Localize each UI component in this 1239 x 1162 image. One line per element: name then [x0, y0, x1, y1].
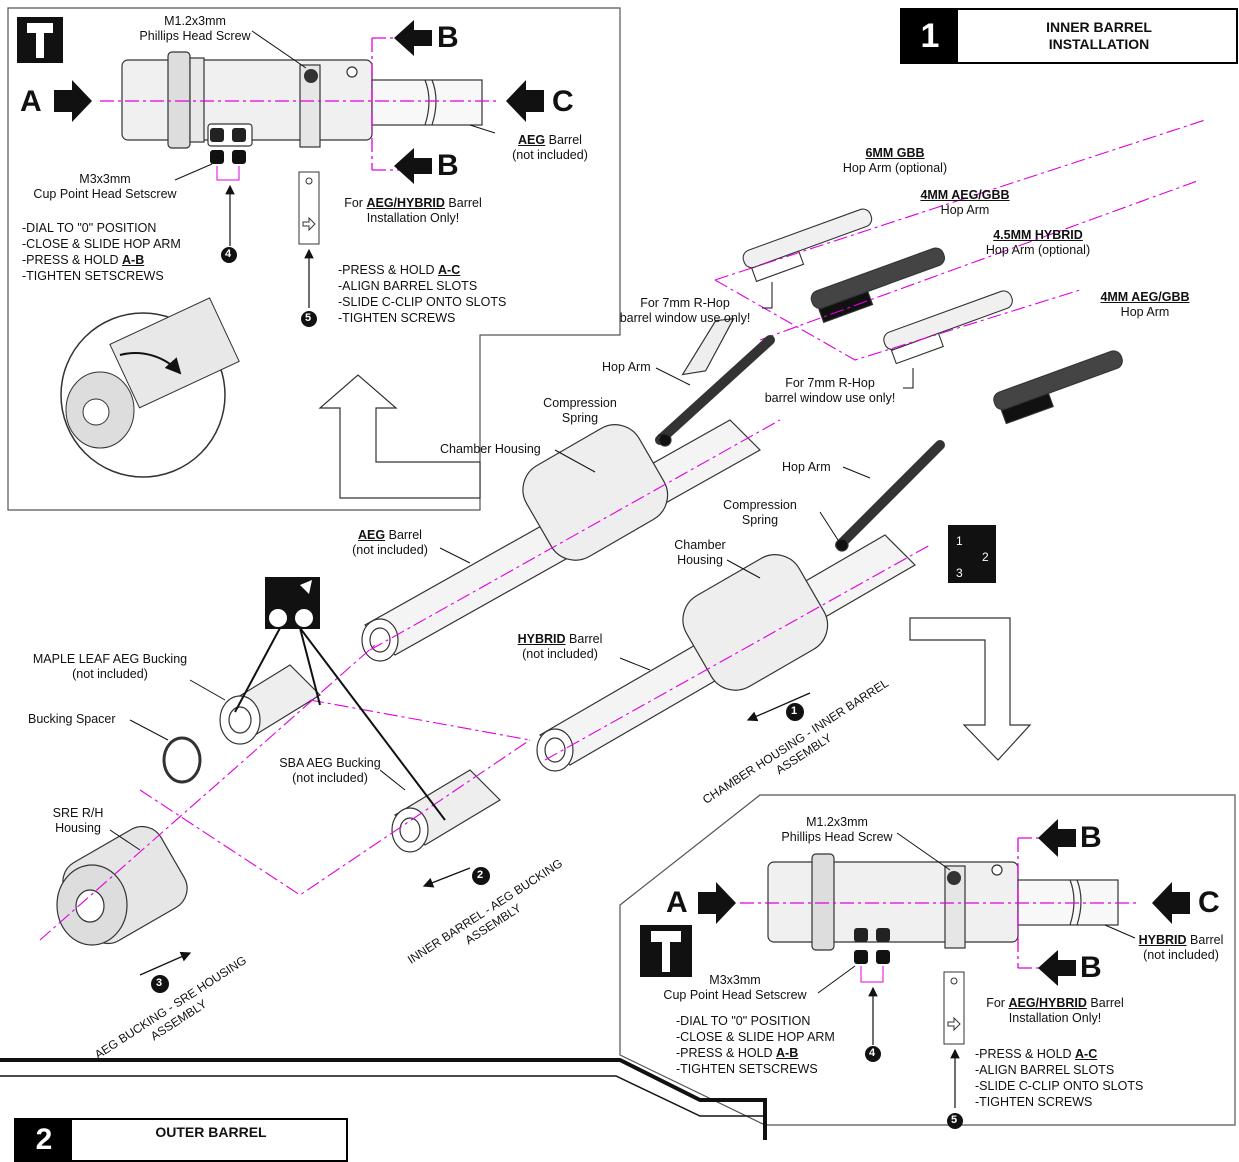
arrow-b-bottom-upper	[1038, 819, 1076, 857]
for-barrel-note-top: For AEG/HYBRID Barrel Installation Only!	[344, 196, 482, 225]
hop-arm-4mm-label-2: 4MM AEG/GBB Hop Arm	[1100, 290, 1190, 319]
letter-c-bottom: C	[1198, 886, 1220, 919]
arrow-b-bottom-lower	[1038, 950, 1076, 986]
step1-number: 1	[791, 705, 798, 717]
step5-number-bottom: 5	[951, 1114, 958, 1126]
phillips-screw-top	[304, 69, 318, 83]
arrow-a-bottom	[698, 882, 736, 924]
rhop-note-2: For 7mm R-Hop barrel window use only!	[764, 376, 896, 405]
letter-a-top: A	[20, 85, 42, 118]
step4-instructions-top: -DIAL TO "0" POSITION -CLOSE & SLIDE HOP…	[22, 221, 181, 283]
tool-icon-bottom	[640, 925, 692, 977]
flow-arrow-down	[909, 617, 1032, 761]
arrow-b-top-lower	[394, 148, 432, 184]
setscrew-label-bottom: M3x3mm Cup Point Head Setscrew	[663, 973, 807, 1002]
sba-bucking	[391, 769, 501, 853]
sba-bucking-label: SBA AEG Bucking (not included)	[279, 756, 381, 785]
step2-badge	[472, 867, 490, 885]
step5-instructions-top: -PRESS & HOLD A-C -ALIGN BARREL SLOTS -S…	[338, 263, 507, 325]
sequence-icon-1: 1	[956, 534, 963, 548]
hop-arm-6mm-label: 6MM GBB Hop Arm (optional)	[842, 146, 948, 175]
aeg-barrel-label: AEG Barrel (not included)	[352, 528, 428, 557]
step4-badge-bottom	[865, 1046, 881, 1062]
screw-label-bottom: M1.2x3mm Phillips Head Screw	[781, 815, 893, 844]
section-2-title: OUTER BARREL	[155, 1124, 267, 1140]
sequence-icon	[948, 525, 996, 583]
section-title-line1: INNER BARREL	[1046, 19, 1152, 35]
letter-b-bottom-lower: B	[1080, 951, 1102, 984]
flow-arrow-up	[318, 374, 481, 499]
c-clip-icon-top	[298, 171, 320, 245]
letter-b-bottom-upper: B	[1080, 821, 1102, 854]
step5-badge-bottom	[947, 1113, 963, 1129]
arrow-c-top	[506, 80, 544, 122]
sequence-icon-3: 3	[956, 566, 963, 580]
maple-leaf-bucking	[219, 664, 321, 745]
arrow-c-bottom	[1152, 882, 1190, 924]
hop-arm-4mm-label-1: 4MM AEG/GBB Hop Arm	[920, 188, 1010, 217]
rhop-note-1: For 7mm R-Hop barrel window use only!	[619, 296, 751, 325]
step5-instructions-bottom: -PRESS & HOLD A-C -ALIGN BARREL SLOTS -S…	[975, 1047, 1144, 1109]
bucking-spacer-label: Bucking Spacer	[28, 712, 116, 726]
chamber-housing-label-1: Chamber Housing	[440, 442, 541, 456]
hybrid-barrel-label: HYBRID Barrel (not included)	[517, 632, 603, 661]
zoom-circle-top	[60, 297, 240, 478]
sre-housing	[56, 825, 188, 946]
for-barrel-note-bottom: For AEG/HYBRID Barrel Installation Only!	[986, 996, 1124, 1025]
setscrews-top	[210, 128, 246, 181]
maple-leaf-bucking-label: MAPLE LEAF AEG Bucking (not included)	[32, 652, 188, 681]
step5-badge-top	[301, 311, 317, 327]
letter-b-top-upper: B	[437, 21, 459, 54]
hop-arm-label-1: Hop Arm	[602, 360, 651, 374]
letter-a-bottom: A	[666, 886, 688, 919]
sequence-icon-2: 2	[982, 550, 989, 564]
c-clip-icon-bottom	[943, 971, 965, 1045]
step3-badge	[151, 975, 169, 993]
grease-icon	[265, 577, 320, 629]
hop-arm-parts	[742, 208, 1123, 425]
step5-number-top: 5	[305, 312, 312, 324]
title-box-outer-barrel: 2 OUTER BARREL	[14, 1118, 348, 1162]
section-number: 1	[902, 10, 958, 62]
step2-number: 2	[477, 869, 484, 881]
hybrid-barrel-assembly	[536, 440, 945, 772]
step3-number: 3	[156, 977, 163, 989]
section-title-line2: INSTALLATION	[1048, 36, 1150, 52]
section-number-2: 2	[16, 1120, 72, 1160]
step4-number-top: 4	[225, 248, 232, 260]
screw-label-top: M1.2x3mm Phillips Head Screw	[139, 14, 251, 43]
letter-c-top: C	[552, 85, 574, 118]
compression-spring-label-1: Compression Spring	[543, 396, 617, 425]
outer-barrel-frame	[0, 1058, 767, 1140]
setscrew-label-top: M3x3mm Cup Point Head Setscrew	[33, 172, 177, 201]
step1-badge	[786, 703, 804, 721]
hop-arm-45mm-label: 4.5MM HYBRID Hop Arm (optional)	[985, 228, 1091, 257]
compression-spring-label-2: Compression Spring	[723, 498, 797, 527]
hybrid-barrel-label-bottom: HYBRID Barrel (not included)	[1138, 933, 1224, 962]
tool-icon-top	[17, 17, 63, 63]
setscrews-bottom	[854, 928, 890, 983]
phillips-screw-bottom	[947, 871, 961, 885]
hop-arm-label-2: Hop Arm	[782, 460, 831, 474]
title-box: 1 INNER BARREL INSTALLATION	[900, 8, 1238, 64]
aeg-barrel-assembly	[361, 317, 775, 662]
aeg-barrel-label-top: AEG Barrel (not included)	[512, 133, 588, 162]
step4-instructions-bottom: -DIAL TO "0" POSITION -CLOSE & SLIDE HOP…	[676, 1014, 835, 1076]
sre-housing-label: SRE R/H Housing	[52, 806, 104, 835]
step4-number-bottom: 4	[869, 1047, 876, 1059]
arrow-b-top-upper	[394, 20, 432, 56]
bucking-spacer	[162, 736, 202, 784]
step4-badge-top	[221, 247, 237, 263]
letter-b-top-lower: B	[437, 149, 459, 182]
chamber-housing-label-2: Chamber Housing	[674, 538, 726, 567]
arrow-a-top	[54, 80, 92, 122]
